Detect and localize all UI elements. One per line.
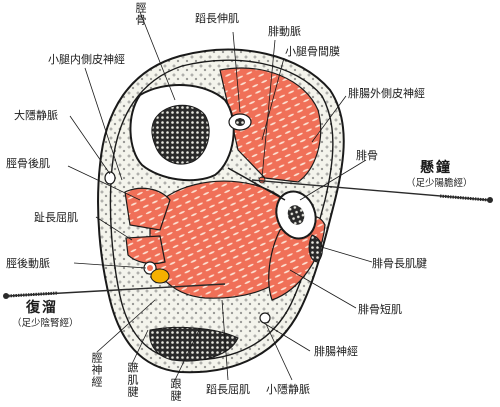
leader-lines — [67, 11, 373, 381]
label-tibialis-posterior: 脛骨後肌 — [6, 157, 50, 170]
tibia-marrow — [151, 104, 210, 165]
label-small-saphenous: 小隱静脈 — [266, 383, 310, 396]
tibialis-posterior-muscle — [124, 187, 171, 231]
label-fhl: 蹈長屈肌 — [206, 383, 250, 396]
label-xuanzhong: 懸鐘 — [420, 160, 452, 176]
achilles-tendon — [149, 326, 239, 362]
small-saphenous-vein — [259, 312, 271, 324]
label-peroneus-brevis: 腓骨短肌 — [358, 303, 402, 316]
label-posterior-tibial-artery: 脛後動脈 — [6, 257, 50, 270]
label-sural-nerve: 腓腸神經 — [314, 345, 358, 358]
label-tibia: 脛骨 — [134, 2, 147, 26]
label-fdl: 趾長屈肌 — [34, 211, 78, 224]
peroneus-longus-tendon — [308, 234, 323, 263]
label-fuliu: 復溜 — [26, 300, 58, 316]
label-xuanzhong-meridian: （足少陽膽經） — [406, 178, 473, 189]
ehl-tendon-core — [235, 118, 245, 126]
label-lateral-sural-cutaneous: 腓腸外側皮神經 — [348, 87, 425, 100]
label-fibular-artery: 腓動脈 — [268, 25, 301, 38]
label-great-saphenous: 大隱静脈 — [14, 109, 58, 122]
great-saphenous-vein — [104, 171, 116, 185]
anterior-muscle — [219, 67, 322, 183]
tibial-nerve-yellow — [150, 268, 170, 284]
interosseous-membrane — [227, 167, 286, 201]
label-plantaris-tendon: 蹠肌腱 — [126, 362, 139, 398]
label-tibial-nerve: 脛神經 — [90, 352, 103, 388]
label-ehl: 蹈長伸肌 — [195, 12, 239, 25]
fibula-marrow — [287, 205, 305, 225]
label-fibula: 腓骨 — [356, 149, 378, 162]
label-fuliu-meridian: （足少陰腎經） — [12, 318, 79, 329]
label-calcaneal-tendon: 跟腱 — [169, 378, 182, 402]
label-medial-sural-cutaneous: 小腿内側皮神經 — [48, 53, 125, 66]
label-interosseous-membrane: 小腿骨間膜 — [285, 45, 340, 58]
label-peroneus-longus-tendon: 腓骨長肌腱 — [372, 257, 427, 270]
